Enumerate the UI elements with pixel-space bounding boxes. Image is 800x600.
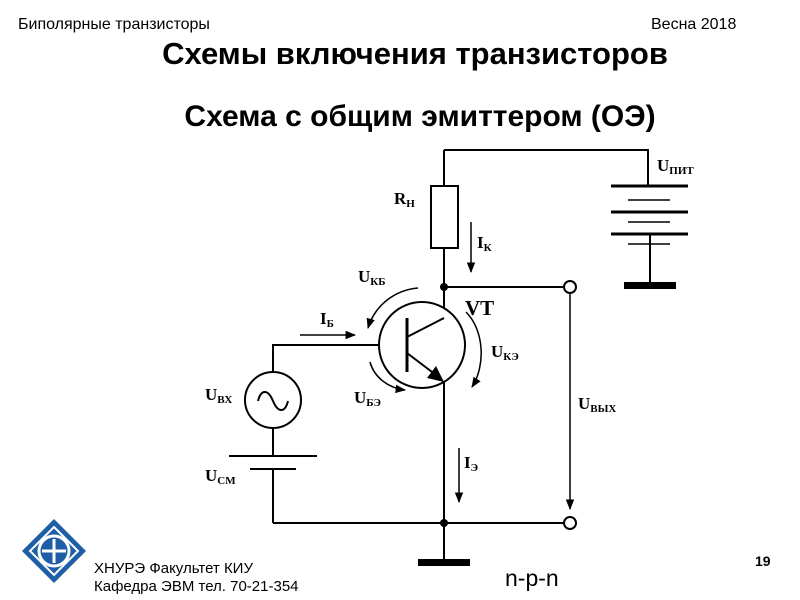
- label-u-cb: UКБ: [358, 267, 386, 288]
- slide-title: Схемы включения транзисторов: [162, 36, 668, 71]
- page-number: 19: [755, 553, 771, 569]
- header-semester: Весна 2018: [651, 16, 737, 33]
- output-terminal-bottom: [563, 516, 577, 530]
- label-u-out: UВЫХ: [578, 394, 616, 415]
- wire-top: [444, 149, 649, 186]
- label-u-ce: UКЭ: [491, 342, 519, 363]
- supply-battery: [611, 184, 688, 245]
- label-r-load: RН: [394, 189, 415, 210]
- footer-faculty: ХНУРЭ Факультет КИУ: [94, 560, 253, 577]
- footer-department: Кафедра ЭВМ тел. 70-21-354: [94, 578, 299, 595]
- label-transistor: VT: [465, 296, 494, 320]
- ucb-arrow: [366, 287, 419, 330]
- label-u-bias: UСМ: [205, 466, 236, 487]
- label-i-emitter: IЭ: [464, 453, 478, 474]
- sine-icon: [257, 391, 289, 411]
- output-terminal-top: [563, 280, 577, 294]
- university-logo: [22, 519, 86, 583]
- bias-battery: [229, 455, 317, 470]
- supply-ground: [624, 282, 676, 289]
- label-i-base: IБ: [320, 309, 334, 330]
- label-u-supply: UПИТ: [657, 156, 694, 177]
- npn-transistor-symbol: [378, 301, 466, 389]
- label-u-in: UВХ: [205, 385, 232, 406]
- emitter-ground: [418, 559, 470, 566]
- uce-arrow: [465, 311, 482, 388]
- slide-subtitle: Схема с общим эмиттером (ОЭ): [184, 100, 656, 133]
- label-u-be: UБЭ: [354, 388, 381, 409]
- junction-collector: [440, 283, 448, 291]
- load-resistor: [430, 185, 459, 249]
- wire-base: [272, 344, 407, 373]
- junction-emitter: [440, 519, 448, 527]
- label-i-collector: IК: [477, 233, 492, 254]
- header-course-title: Биполярные транзисторы: [18, 16, 210, 33]
- transistor-type-label: n-p-n: [505, 565, 559, 591]
- ube-arrow: [369, 361, 407, 394]
